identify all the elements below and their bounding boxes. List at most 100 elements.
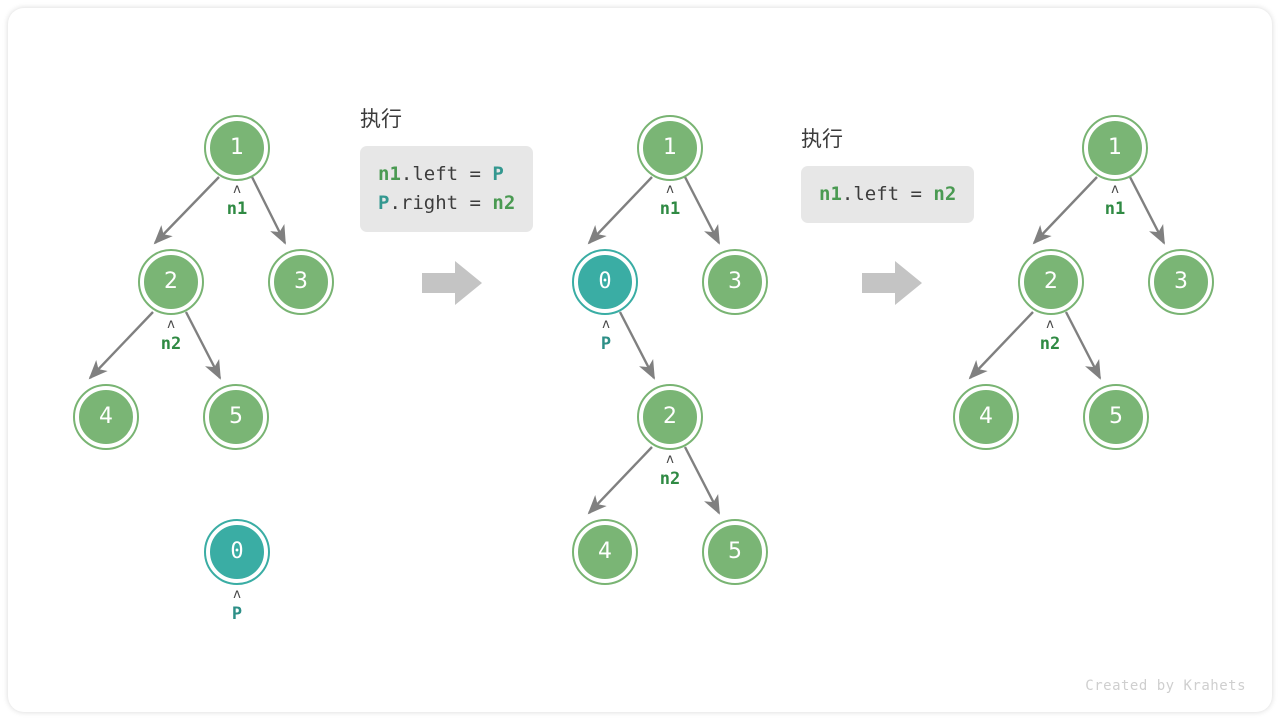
node-value: 3: [728, 269, 742, 294]
after-node-4: 4: [953, 384, 1019, 450]
node-value: 5: [728, 539, 742, 564]
before-node-4: 4: [73, 384, 139, 450]
right-arrow-icon: [862, 261, 922, 305]
node-disc: 4: [77, 388, 135, 446]
transition-arrow-2: [861, 260, 923, 306]
step-2-heading: 执行: [801, 127, 843, 151]
pointer-caret-icon: ʌ: [602, 317, 610, 332]
node-ring: [73, 384, 139, 450]
node-disc: 2: [142, 253, 200, 311]
pointer-label: n1: [659, 199, 681, 219]
before-pointer-n2: ʌ n2: [141, 318, 201, 353]
node-ring: [1148, 249, 1214, 315]
node-ring: [572, 519, 638, 585]
node-value: 5: [229, 404, 243, 429]
node-value: 2: [1044, 269, 1058, 294]
node-value: 2: [663, 404, 677, 429]
code-token: n1: [819, 183, 842, 205]
step-1-code-line-2: P.right = n2: [378, 189, 515, 218]
node-value: 4: [979, 404, 993, 429]
before-node-3: 3: [268, 249, 334, 315]
node-ring: [1082, 115, 1148, 181]
node-ring: [572, 249, 638, 315]
pointer-label: n2: [1039, 334, 1061, 354]
node-disc: 0: [576, 253, 634, 311]
before-node-2: 2: [138, 249, 204, 315]
node-disc: 4: [576, 523, 634, 581]
node-disc: 5: [706, 523, 764, 581]
node-disc: 3: [706, 253, 764, 311]
middle-node-0: 0: [572, 249, 638, 315]
node-value: 3: [294, 269, 308, 294]
middle-node-3: 3: [702, 249, 768, 315]
node-value: 1: [663, 135, 677, 160]
right-arrow-icon: [422, 261, 482, 305]
pointer-label: n1: [226, 199, 248, 219]
middle-pointer-n2: ʌ n2: [640, 453, 700, 488]
pointer-label: n2: [659, 469, 681, 489]
node-disc: 1: [641, 119, 699, 177]
after-node-2: 2: [1018, 249, 1084, 315]
middle-node-4: 4: [572, 519, 638, 585]
pointer-caret-icon: ʌ: [666, 182, 674, 197]
code-token: P: [378, 191, 390, 214]
pointer-label: P: [600, 334, 612, 354]
transition-arrow-1: [421, 260, 483, 306]
pointer-caret-icon: ʌ: [1046, 317, 1054, 332]
node-disc: 2: [641, 388, 699, 446]
middle-node-5: 5: [702, 519, 768, 585]
step-2-code-line-1: n1.left = n2: [819, 180, 956, 209]
node-value: 4: [99, 404, 113, 429]
node-value: 0: [230, 539, 244, 564]
node-disc: 1: [1086, 119, 1144, 177]
step-2-code-block: n1.left = n2: [801, 166, 975, 223]
node-value: 2: [164, 269, 178, 294]
code-token: n2: [492, 191, 516, 214]
code-token: n2: [933, 183, 957, 205]
step-2: 执行 n1.left = n2: [801, 123, 975, 223]
after-node-3: 3: [1148, 249, 1214, 315]
code-token: n1: [378, 163, 401, 185]
node-ring: [203, 384, 269, 450]
pointer-caret-icon: ʌ: [167, 317, 175, 332]
before-node-5: 5: [203, 384, 269, 450]
pointer-label: n2: [160, 334, 182, 354]
node-disc: 5: [1087, 388, 1145, 446]
node-ring: [702, 519, 768, 585]
node-disc: 0: [208, 523, 266, 581]
node-disc: 4: [957, 388, 1015, 446]
pointer-label: P: [231, 604, 243, 624]
pointer-caret-icon: ʌ: [233, 587, 241, 602]
middle-pointer-n1: ʌ n1: [640, 183, 700, 218]
after-pointer-n2: ʌ n2: [1020, 318, 1080, 353]
before-node-1: 1: [204, 115, 270, 181]
node-ring: [637, 115, 703, 181]
step-1-code-line-1: n1.left = P: [378, 160, 515, 189]
credit-text: Created by Krahets: [1085, 678, 1246, 694]
node-disc: 1: [208, 119, 266, 177]
pointer-caret-icon: ʌ: [666, 452, 674, 467]
node-disc: 3: [1152, 253, 1210, 311]
node-disc: 3: [272, 253, 330, 311]
node-ring: [204, 115, 270, 181]
pointer-label: n1: [1104, 199, 1126, 219]
tree-edges-layer: [88, 176, 1166, 515]
after-node-1: 1: [1082, 115, 1148, 181]
node-disc: 2: [1022, 253, 1080, 311]
node-ring: [702, 249, 768, 315]
node-value: 5: [1109, 404, 1123, 429]
after-node-5: 5: [1083, 384, 1149, 450]
before-node-0: 0: [204, 519, 270, 585]
node-ring: [138, 249, 204, 315]
node-ring: [1018, 249, 1084, 315]
middle-node-1: 1: [637, 115, 703, 181]
code-token: .left =: [841, 183, 934, 205]
code-token: .left =: [400, 163, 493, 185]
middle-node-2: 2: [637, 384, 703, 450]
node-value: 3: [1174, 269, 1188, 294]
